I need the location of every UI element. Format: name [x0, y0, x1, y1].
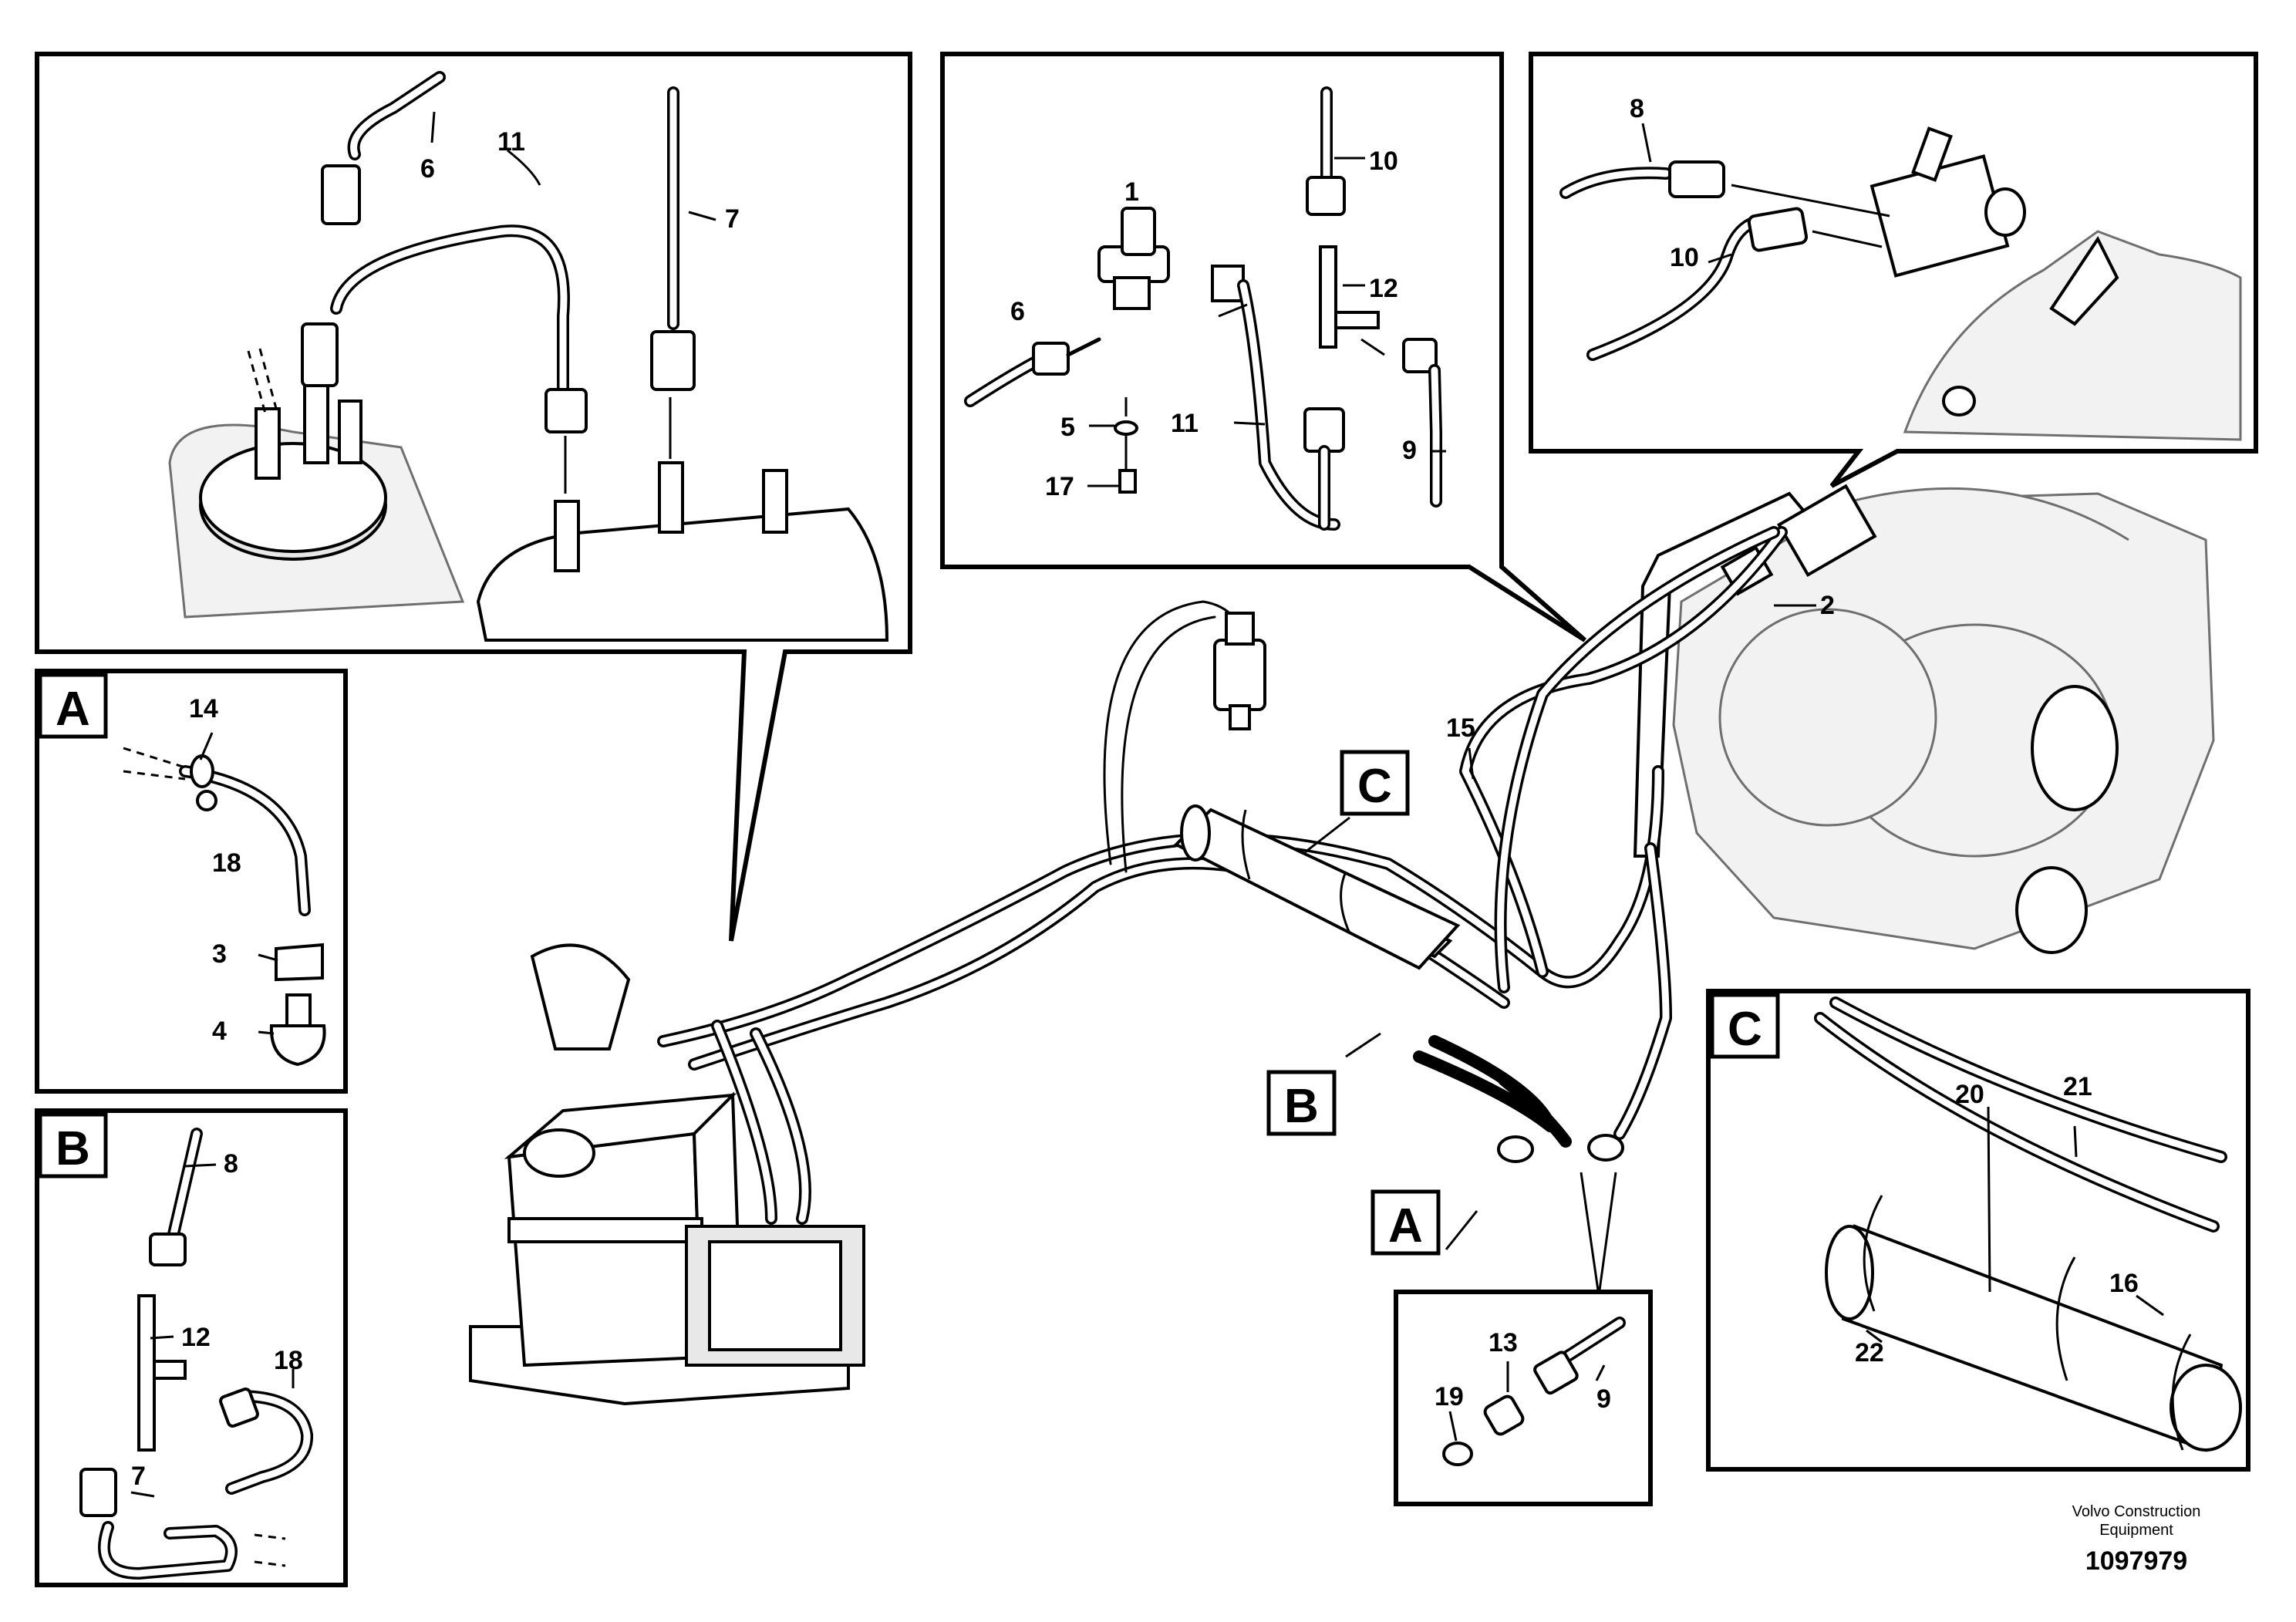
main-fitting-a	[1497, 1135, 1534, 1163]
main-ref-a: A	[1388, 1199, 1423, 1253]
detail-callout-valve: 1 10 12 6 5 11 9 17	[940, 52, 1586, 642]
footer: Volvo Construction Equipment 1097979	[2072, 1503, 2201, 1576]
detail-fitting-label-9: 9	[1596, 1384, 1611, 1414]
d2-label-12: 12	[1369, 274, 1398, 303]
main-ref-b-box	[1266, 1070, 1337, 1136]
detail-b-letter: B	[56, 1122, 90, 1175]
main-assembly	[469, 484, 2215, 1406]
d3-label-8: 8	[1630, 94, 1644, 123]
detail-a-frame	[35, 669, 348, 1094]
d1-label-6: 6	[420, 154, 435, 184]
detail-callout-tank-top: 6 11 7	[35, 52, 912, 942]
detail-c-label-21: 21	[2063, 1072, 2092, 1101]
engine-exhaust	[1672, 487, 2215, 954]
footer-brand-line2: Equipment	[2099, 1522, 2173, 1539]
d2-label-6: 6	[1010, 297, 1025, 326]
detail-b-panel: B 8 12 18 7	[35, 1108, 348, 1587]
main-label-2: 2	[1820, 591, 1835, 620]
detail-a-letter-box	[38, 673, 108, 739]
detail3-drawing	[1559, 123, 2242, 441]
fuel-filter	[1213, 612, 1266, 730]
d3-label-10: 10	[1670, 243, 1699, 272]
detail-b-label-18: 18	[274, 1346, 303, 1375]
detail-c-label-16: 16	[2109, 1269, 2139, 1298]
detail-callout-engine-connection: 8 10	[1529, 52, 2258, 488]
insulation-tube	[1173, 804, 1461, 970]
fuel-tank	[469, 943, 865, 1406]
d1-label-11: 11	[497, 127, 525, 157]
d2-label-10: 10	[1369, 147, 1398, 176]
main-fitting-b	[1587, 1134, 1624, 1162]
d2-label-1: 1	[1124, 177, 1139, 207]
footer-brand-line1: Volvo Construction	[2072, 1503, 2201, 1520]
detail-b-letter-box	[38, 1112, 108, 1179]
detail-c-label-20: 20	[1955, 1080, 1984, 1109]
detail-a-label-18: 18	[212, 848, 241, 878]
detail-a-panel: A 14 18 3 4	[35, 669, 348, 1094]
detail-c-drawing	[1814, 996, 2242, 1452]
detail-a-label-4: 4	[212, 1017, 227, 1046]
d2-label-11: 11	[1171, 409, 1199, 438]
detail-c-label-22: 22	[1855, 1338, 1884, 1367]
main-ref-b: B	[1284, 1080, 1319, 1133]
d2-label-5: 5	[1060, 413, 1075, 442]
detail2-drawing	[964, 86, 1446, 531]
detail-b-drawing	[79, 1128, 314, 1580]
detail-c-letter-box	[1710, 993, 1780, 1059]
detail-b-label-12: 12	[181, 1323, 211, 1352]
d2-label-9: 9	[1402, 436, 1417, 465]
d1-label-7: 7	[725, 204, 740, 234]
detail-b-label-7: 7	[131, 1462, 146, 1491]
d2-label-17: 17	[1045, 472, 1074, 501]
detail-fitting-drawing	[1442, 1317, 1626, 1466]
main-ref-c: C	[1357, 760, 1392, 813]
detail-a-letter: A	[56, 683, 90, 736]
main-label-15: 15	[1446, 713, 1475, 743]
detail-fitting-label-13: 13	[1489, 1328, 1518, 1357]
detail-a-label-3: 3	[212, 939, 227, 969]
detail1-drawing	[168, 71, 889, 642]
detail-a-label-14: 14	[189, 694, 218, 723]
detail-c-panel: C 20 21 16 22	[1706, 989, 2250, 1472]
main-ref-a-box	[1371, 1189, 1441, 1256]
footer-doc-number: 1097979	[2085, 1546, 2187, 1576]
detail-b-label-8: 8	[224, 1149, 238, 1179]
main-annotations: 2 15 C B A	[1266, 591, 1835, 1256]
detail-a-drawing	[123, 732, 326, 1067]
detail-fitting-label-19: 19	[1435, 1382, 1464, 1411]
detail-c-letter: C	[1728, 1003, 1762, 1056]
detail-fitting-panel: 13 19 9	[1394, 1172, 1653, 1506]
main-ref-c-box	[1340, 750, 1410, 816]
